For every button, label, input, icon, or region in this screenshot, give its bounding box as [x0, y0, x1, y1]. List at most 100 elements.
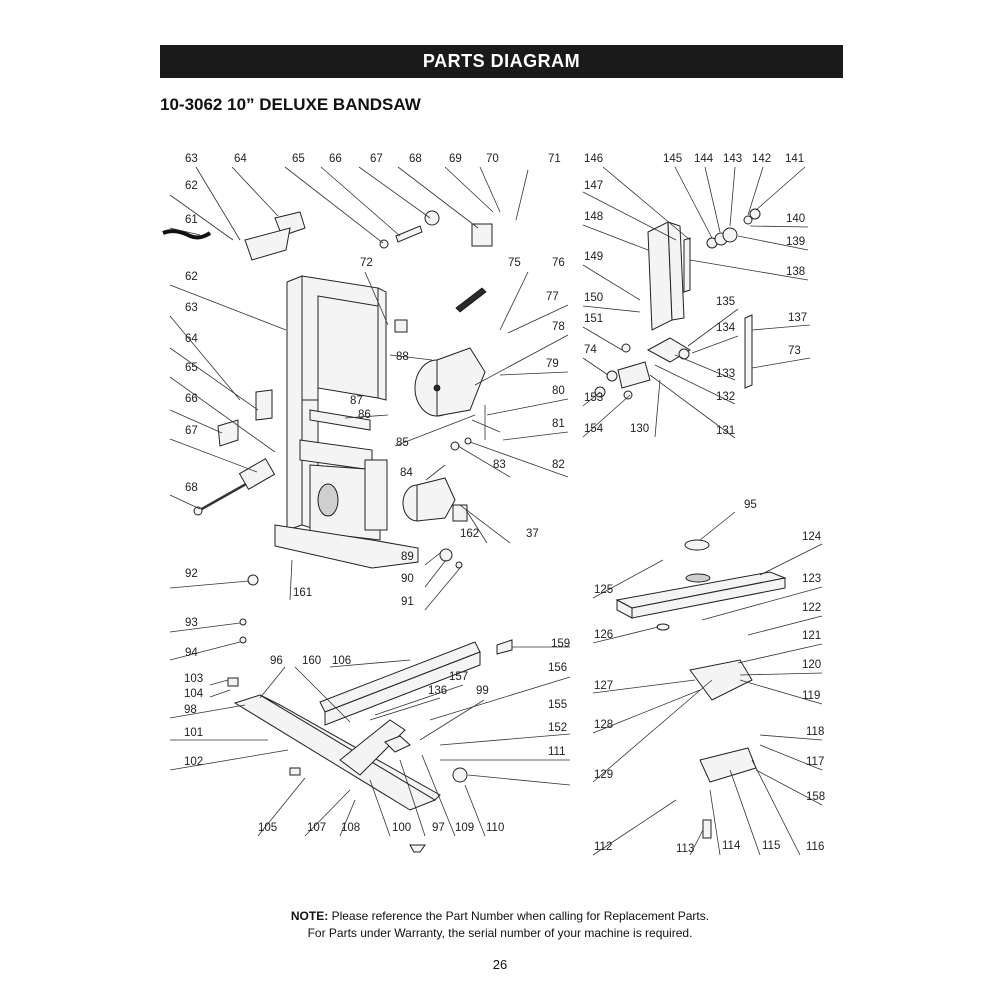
callout-label: 71: [548, 153, 561, 165]
callout-label: 88: [396, 351, 409, 363]
callout-label: 146: [584, 153, 603, 165]
callout-label: 133: [716, 368, 735, 380]
fence-rail-drawing: [227, 639, 513, 853]
callout-label: 92: [185, 568, 198, 580]
callout-label: 87: [350, 395, 363, 407]
callout-label: 130: [630, 423, 649, 435]
callout-label: 118: [806, 726, 824, 738]
callout-label: 62: [185, 271, 198, 283]
callout-label: 148: [584, 211, 603, 223]
callout-label: 82: [552, 459, 565, 471]
callout-label: 101: [184, 727, 203, 739]
callout-label: 75: [508, 257, 521, 269]
callout-label: 140: [786, 213, 805, 225]
callout-label: 132: [716, 391, 735, 403]
callout-label: 125: [594, 584, 613, 596]
callout-label: 111: [548, 746, 565, 758]
callout-label: 161: [293, 587, 312, 599]
callout-label: 107: [307, 822, 326, 834]
callout-label: 141: [785, 153, 804, 165]
callout-label: 114: [722, 840, 741, 852]
callout-label: 84: [400, 467, 413, 479]
callout-label: 131: [716, 425, 735, 437]
callout-label: 112: [594, 841, 612, 853]
callout-label: 65: [292, 153, 305, 165]
callout-label: 97: [432, 822, 445, 834]
callout-label: 100: [392, 822, 411, 834]
callout-label: 73: [788, 345, 801, 357]
callout-label: 98: [184, 704, 197, 716]
bandsaw-frame-drawing: [162, 210, 501, 644]
callout-label: 89: [401, 551, 414, 563]
callout-label: 149: [584, 251, 603, 263]
callout-label: 61: [185, 214, 198, 226]
callout-labels-fence: 96 160 106 159 103 136 157 104 99 156 98…: [184, 638, 570, 834]
callout-label: 129: [594, 769, 613, 781]
callout-label: 152: [548, 722, 567, 734]
callout-label: 158: [806, 791, 825, 803]
callout-label: 66: [329, 153, 342, 165]
callout-label: 160: [302, 655, 321, 667]
callout-label: 78: [552, 321, 565, 333]
callout-label: 142: [752, 153, 771, 165]
callout-label: 127: [594, 680, 613, 692]
note-text-2: For Parts under Warranty, the serial num…: [307, 926, 693, 940]
callout-label: 137: [788, 312, 807, 324]
callout-label: 62: [185, 180, 198, 192]
callout-label: 136: [428, 685, 447, 697]
callout-label: 67: [185, 425, 198, 437]
callout-label: 86: [358, 409, 371, 421]
callout-labels-frame: 63 64 65 66 67 68 69 70 71 62 61 62 63 6…: [185, 153, 565, 659]
callout-label: 139: [786, 236, 805, 248]
callout-label: 162: [460, 528, 479, 540]
callout-label: 120: [802, 659, 821, 671]
page-title: PARTS DIAGRAM: [422, 51, 581, 71]
callout-label: 91: [401, 596, 414, 608]
callout-label: 65: [185, 362, 198, 374]
callout-label: 157: [449, 671, 468, 683]
callout-label: 150: [584, 292, 603, 304]
blade-guide-drawing: [594, 208, 761, 400]
page-header: PARTS DIAGRAM: [160, 45, 843, 78]
callout-label: 123: [802, 573, 821, 585]
note-line-1: NOTE: Please reference the Part Number w…: [0, 909, 1000, 923]
callout-label: 96: [270, 655, 283, 667]
callout-label: 99: [476, 685, 489, 697]
callout-label: 94: [185, 647, 198, 659]
callout-label: 106: [332, 655, 351, 667]
callout-label: 115: [762, 840, 780, 852]
model-title: 10-3062 10” DELUXE BANDSAW: [160, 95, 421, 114]
callout-label: 104: [184, 688, 204, 700]
callout-label: 128: [594, 719, 613, 731]
callout-label: 66: [185, 393, 198, 405]
callout-label: 113: [676, 843, 694, 855]
callout-label: 68: [185, 482, 198, 494]
callout-label: 119: [802, 690, 820, 702]
callout-label: 80: [552, 385, 565, 397]
table-drawing: [615, 539, 787, 839]
callout-label: 83: [493, 459, 506, 471]
callout-label: 72: [360, 257, 373, 269]
callout-label: 159: [551, 638, 570, 650]
callout-label: 126: [594, 629, 613, 641]
callout-label: 145: [663, 153, 682, 165]
callout-label: 77: [546, 291, 559, 303]
callout-label: 67: [370, 153, 383, 165]
note-line-2: For Parts under Warranty, the serial num…: [0, 926, 1000, 940]
callout-label: 68: [409, 153, 422, 165]
callout-label: 70: [486, 153, 499, 165]
callout-label: 105: [258, 822, 277, 834]
callout-label: 95: [744, 499, 757, 511]
callout-label: 156: [548, 662, 567, 674]
callout-label: 63: [185, 153, 198, 165]
callout-label: 122: [802, 602, 821, 614]
callout-label: 121: [802, 630, 821, 642]
callout-label: 69: [449, 153, 462, 165]
callout-labels-guide: 146 145 144 143 142 141 147 148 140 139 …: [584, 153, 807, 437]
callout-label: 116: [806, 841, 824, 853]
callout-label: 151: [584, 313, 603, 325]
note-text-1: Please reference the Part Number when ca…: [331, 909, 710, 923]
callout-label: 143: [723, 153, 742, 165]
callout-label: 64: [185, 333, 198, 345]
